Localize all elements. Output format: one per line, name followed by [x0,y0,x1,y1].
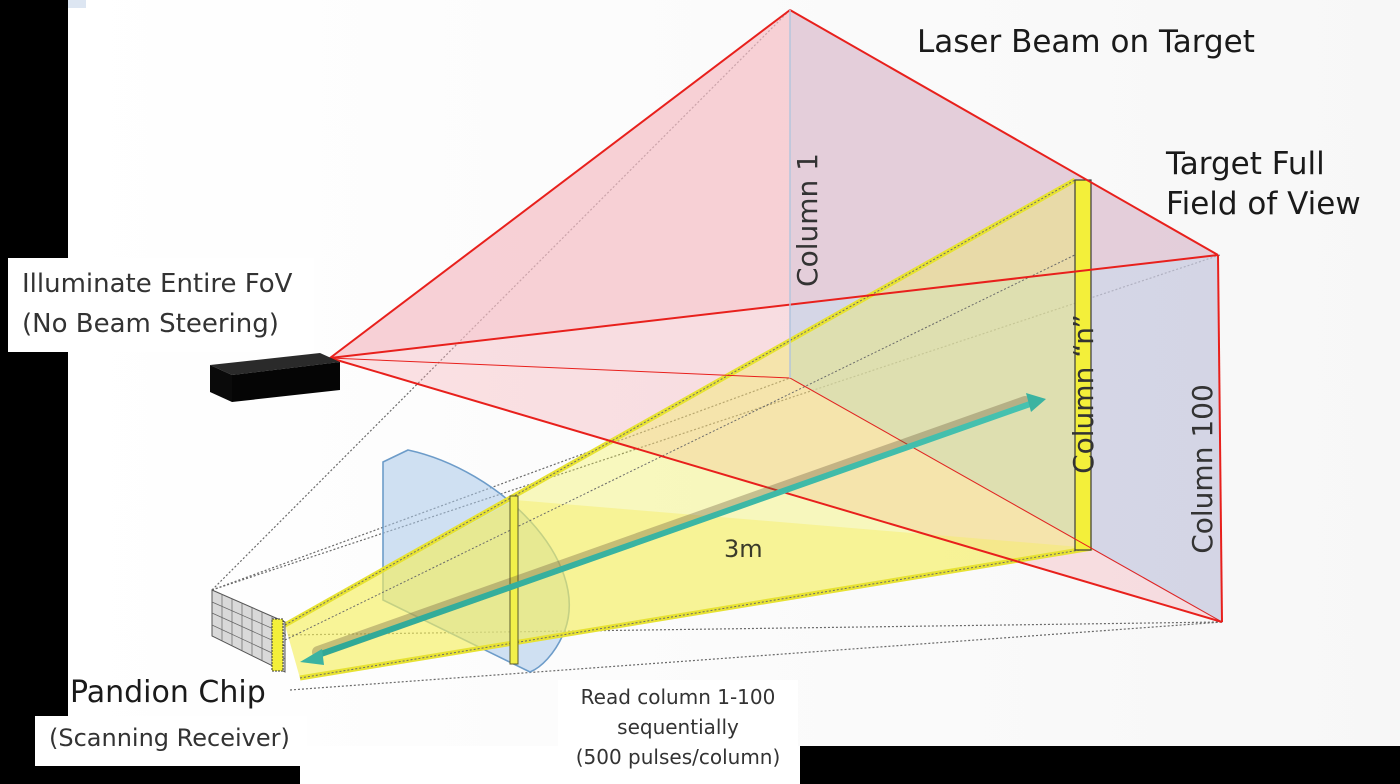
column-n-bar [1074,179,1092,551]
label-scanning-receiver: (Scanning Receiver) [35,716,307,766]
pandion-chip-grid [211,589,286,673]
scan-wedge-floor [285,500,1092,678]
label-distance: 3m [724,535,763,563]
active-column [271,618,284,672]
laser-beam-edges [329,9,1223,623]
laser-face-top [330,10,1218,358]
laser-emitter [210,353,340,402]
label-target-full-fov: Target Full Field of View [1166,146,1361,222]
label-laser-beam-on-target: Laser Beam on Target [917,24,1255,60]
label-pandion-chip: Pandion Chip [70,675,266,710]
laser-inner-edges [329,357,1223,623]
arrowhead-near [300,649,324,665]
scan-wedge-top [285,180,1092,678]
label-illuminate-fov: Illuminate Entire FoV (No Beam Steering) [8,258,314,352]
label-column-100: Column 100 [1186,384,1219,554]
laser-face-left [330,10,790,378]
label-column-1: Column 1 [791,153,824,287]
arrowhead-far [1026,393,1046,412]
scan-wedge-dashes [284,179,1093,679]
distance-arrow [300,393,1046,665]
corner-mark [68,0,86,8]
label-read-columns: Read column 1-100 sequentially (500 puls… [558,680,798,776]
mid-column-slice [509,495,519,665]
label-column-n: Column “n” [1067,314,1100,474]
